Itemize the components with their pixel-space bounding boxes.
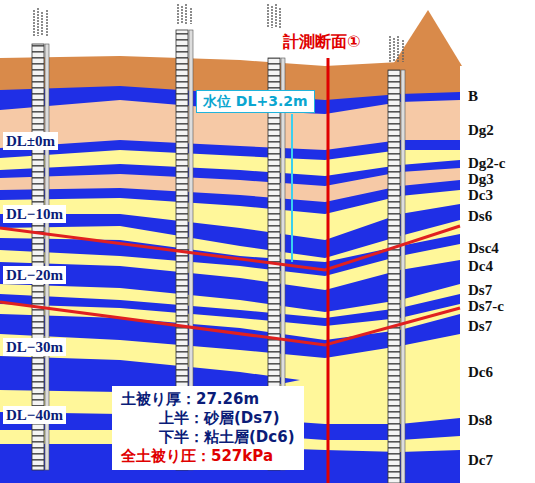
borehole-tags — [34, 4, 403, 62]
soil-layers — [0, 10, 462, 483]
water-level-box: 水位 DL+3.2m — [196, 90, 315, 113]
layer-name: Dg3 — [468, 171, 494, 187]
layer-name: Dg2 — [468, 122, 494, 138]
layer-name: Ds7-c — [468, 298, 504, 314]
depth-label: DL−30m — [3, 338, 66, 356]
info-box: 土被り厚：27.26m上半：砂層(Ds7)下半：粘土層(Dc6)全土被り圧：52… — [112, 386, 304, 470]
layer-name: Dc6 — [468, 364, 493, 380]
depth-label: DL−20m — [3, 266, 66, 284]
red-boundary — [0, 226, 460, 270]
layer-name: Dc4 — [468, 258, 493, 274]
layer-name: Dc3 — [468, 187, 493, 203]
layer-name: Ds7 — [468, 318, 492, 334]
mound — [392, 10, 462, 66]
node-text: 上半：砂層(Ds7) — [121, 409, 295, 428]
water-leader — [291, 114, 293, 262]
layer-name: Dg2-c — [468, 155, 506, 171]
red-boundary — [0, 302, 460, 345]
layer-name: Dc7 — [468, 452, 493, 468]
depth-label: DL±0m — [3, 132, 58, 150]
layer-name: Ds8 — [468, 412, 492, 428]
layer-name: Ds6 — [468, 208, 492, 224]
layer-name: Ds7 — [468, 282, 492, 298]
depth-label: DL−10m — [3, 205, 66, 223]
boreholes — [32, 4, 405, 483]
section-title: 計測断面① — [283, 32, 361, 52]
layer-name: Dsc4 — [468, 240, 499, 256]
depth-label: DL−40m — [3, 406, 66, 424]
borehole-log — [388, 70, 400, 483]
section-line — [327, 58, 330, 483]
borehole-column — [401, 70, 405, 483]
node-text: 下半：粘土層(Dc6) — [121, 428, 295, 447]
node-text: 水位 DL+3.2m — [203, 93, 308, 110]
node-text: 土被り厚：27.26m — [121, 390, 295, 409]
layer-b — [0, 56, 460, 483]
node-text: 全土被り圧：527kPa — [121, 447, 295, 466]
layer-name: B — [468, 88, 478, 104]
excavation-lines — [0, 226, 460, 345]
